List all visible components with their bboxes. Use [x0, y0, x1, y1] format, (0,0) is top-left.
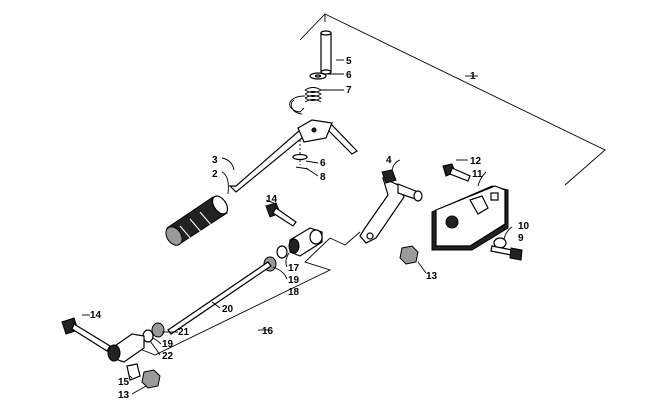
- assembly-16-bracket: [129, 231, 361, 356]
- callout-14a: 14: [266, 194, 278, 205]
- part-12-bolt: [442, 163, 471, 182]
- callout-14b: 14: [90, 310, 102, 321]
- part-6-lower-washer: [292, 153, 308, 161]
- part-4-shift-arm: [359, 169, 423, 244]
- part-14-bolt-upper: [265, 202, 297, 227]
- part-13-nut-lower: [141, 369, 161, 389]
- callout-16: 16: [262, 326, 274, 337]
- part-2-grip: [165, 195, 229, 246]
- leader-lines: [82, 59, 513, 395]
- callout-4: 4: [386, 155, 392, 166]
- part-11-bracket-plate: [431, 185, 509, 251]
- callout-7: 7: [346, 85, 352, 96]
- callout-11: 11: [472, 169, 483, 180]
- callout-5: 5: [346, 56, 352, 67]
- callout-21: 21: [178, 327, 190, 338]
- part-21-nut: [151, 322, 165, 338]
- callout-6a: 6: [346, 70, 352, 81]
- callout-12: 12: [470, 156, 482, 167]
- part-5-pin: [320, 30, 332, 75]
- callout-9: 9: [518, 233, 524, 244]
- part-19-washer: [276, 245, 288, 259]
- callout-19b: 19: [162, 339, 174, 350]
- part-19-lower-rod-end: [107, 333, 145, 363]
- part-14-bolt-lower: [61, 317, 111, 352]
- callout-13b: 13: [118, 390, 130, 401]
- callout-labels: 1 2 3 4 5 6 6 7 8 9 10 11 12 13 13 14 14…: [90, 56, 530, 401]
- callout-3: 3: [212, 155, 218, 166]
- callout-22: 22: [162, 351, 174, 362]
- callout-20: 20: [222, 304, 234, 315]
- callout-15: 15: [118, 377, 130, 388]
- part-8-cotter: [295, 166, 309, 170]
- callout-18: 18: [288, 287, 300, 298]
- callout-6b: 6: [320, 158, 326, 169]
- callout-10: 10: [518, 221, 530, 232]
- part-9-bolt: [490, 245, 523, 261]
- part-7-spring: [289, 87, 322, 115]
- callout-2: 2: [212, 169, 218, 180]
- part-20-rod: [167, 261, 272, 335]
- callout-17: 17: [288, 263, 300, 274]
- callout-8: 8: [320, 172, 326, 183]
- callout-13a: 13: [426, 271, 438, 282]
- part-17-rod-end: [288, 227, 323, 257]
- assembly-1-bracket: [299, 13, 606, 186]
- part-13-nut: [399, 245, 419, 265]
- part-3-shift-lever: [228, 119, 358, 193]
- part-6-washer-hole: [314, 74, 322, 78]
- callout-19a: 19: [288, 275, 300, 286]
- callout-1: 1: [470, 71, 476, 82]
